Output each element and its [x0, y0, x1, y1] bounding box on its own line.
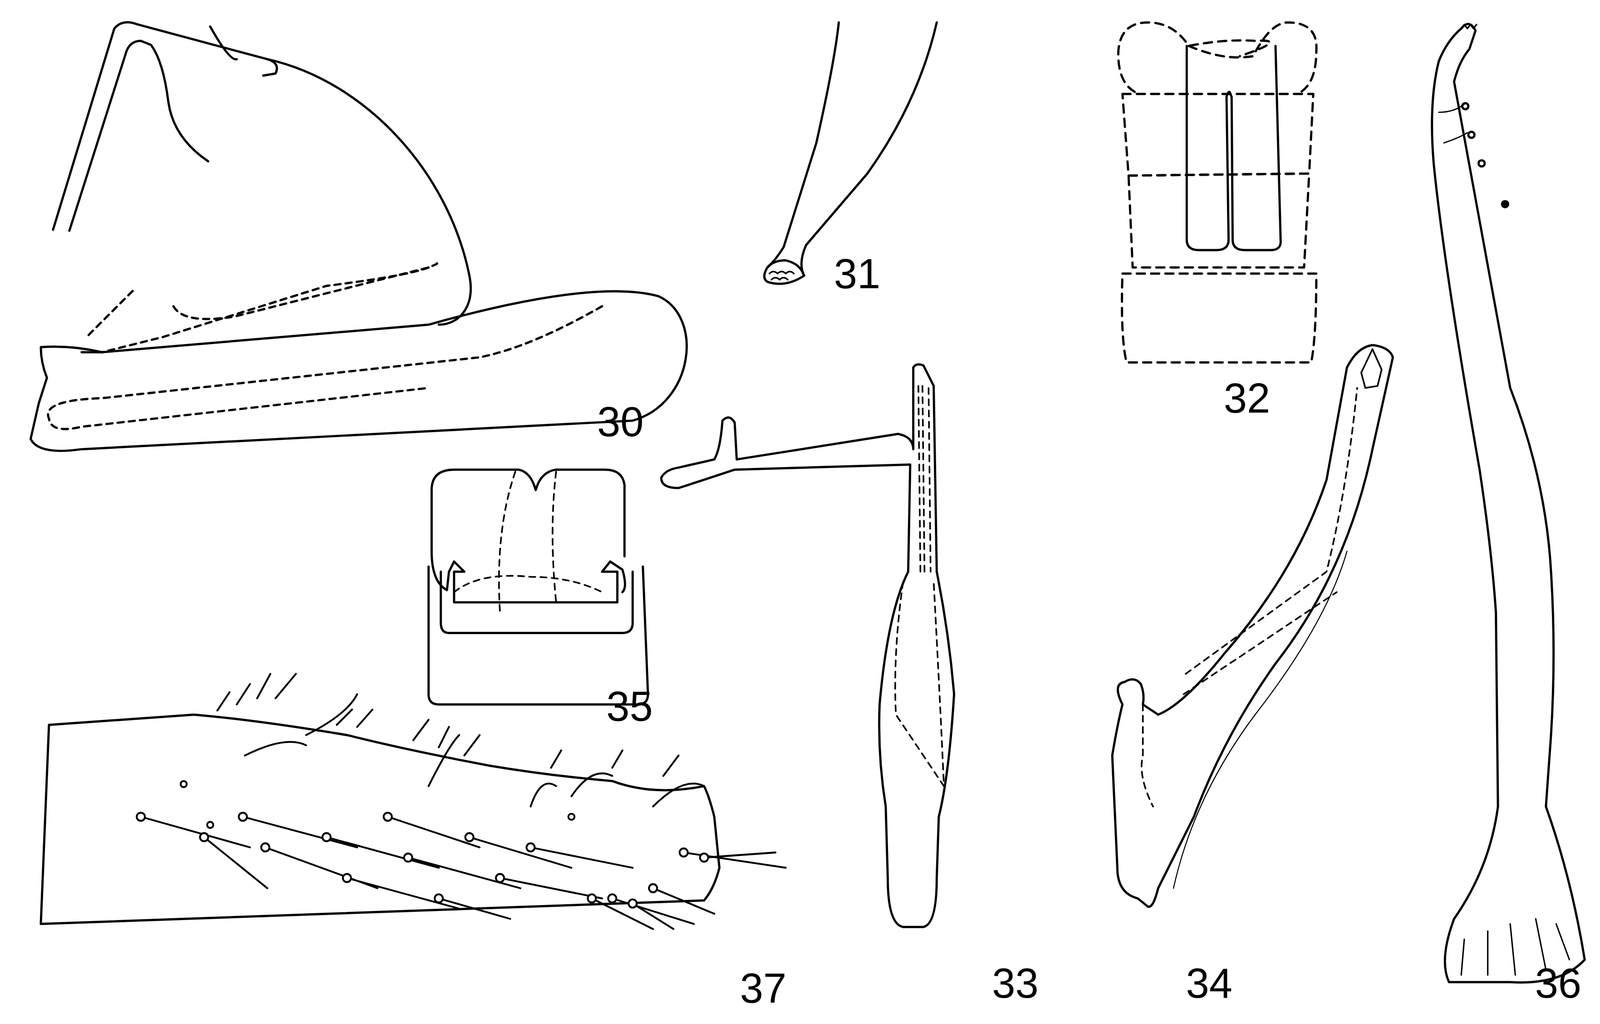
figure-number: 35: [606, 685, 653, 727]
figure-number: 32: [1223, 377, 1271, 419]
figure-number: 36: [1535, 961, 1582, 1004]
figure-number: 33: [991, 961, 1039, 1004]
figure-number: 34: [1186, 961, 1233, 1004]
figure-number: 30: [597, 400, 644, 443]
figure-number: 31: [834, 252, 881, 295]
figure-number: 37: [740, 966, 787, 1009]
